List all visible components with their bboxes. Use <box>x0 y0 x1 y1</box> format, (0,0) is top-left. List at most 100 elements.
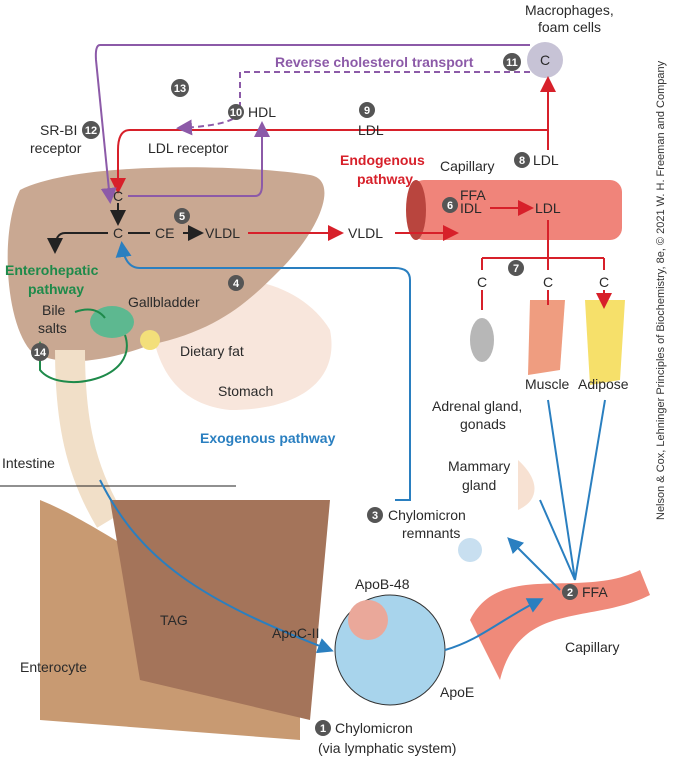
step-badge-8: 8 <box>514 152 530 168</box>
step-badge-7: 7 <box>508 260 524 276</box>
hdl-arrow <box>128 121 270 197</box>
enterohepatic-loop <box>40 308 128 384</box>
label-ffa-top: FFA <box>460 187 486 203</box>
label-lymphatic: (via lymphatic system) <box>318 740 456 756</box>
step-badge-1: 1 <box>315 720 331 736</box>
svg-text:2: 2 <box>567 587 573 599</box>
label-apob48: ApoB-48 <box>355 576 410 592</box>
label-c-muscle: C <box>543 274 553 290</box>
label-c-adipose: C <box>599 274 609 290</box>
step-badge-12: 12 <box>82 121 100 139</box>
svg-text:9: 9 <box>364 105 370 117</box>
adipose-icon <box>585 300 625 385</box>
intestine-flow <box>99 479 334 654</box>
step-badge-13: 13 <box>171 79 189 97</box>
copyright-credit: Nelson & Cox, Lehninger Principles of Bi… <box>655 60 667 520</box>
label-muscle: Muscle <box>525 376 570 392</box>
label-endogenous-pathway: pathway <box>357 171 413 187</box>
intestine-shape <box>55 349 123 528</box>
reverse-transport-arrow <box>94 44 530 204</box>
label-bile: Bile <box>42 302 66 318</box>
svg-text:10: 10 <box>230 107 242 119</box>
ffa-tissue-arrows <box>510 399 606 591</box>
chylomicron-remnant <box>458 538 482 562</box>
label-stomach: Stomach <box>218 383 273 399</box>
macrophage-cell <box>527 42 563 78</box>
label-reverse-transport: Reverse cholesterol transport <box>275 54 474 70</box>
label-mammary: Mammary <box>448 458 510 474</box>
ldl-tissue-arrows <box>481 220 604 310</box>
c-to-bile-arrow <box>47 232 108 254</box>
label-ldl-top: LDL <box>358 122 384 138</box>
label-vldl-liver: VLDL <box>205 225 240 241</box>
label-salts: salts <box>38 320 67 336</box>
step-badge-11: 11 <box>503 53 521 71</box>
dietary-fat-drops <box>140 330 160 350</box>
label-remnants-2: remnants <box>402 525 460 541</box>
step-badge-2: 2 <box>562 584 578 600</box>
enterocyte-detail <box>110 500 330 720</box>
remnant-to-liver-arrow <box>115 241 411 501</box>
label-intestine: Intestine <box>2 455 55 471</box>
capillary-vessel <box>412 180 622 240</box>
svg-text:13: 13 <box>174 83 186 95</box>
label-ldl-right: LDL <box>533 152 559 168</box>
step-badge-5: 5 <box>174 208 190 224</box>
svg-text:3: 3 <box>372 510 378 522</box>
svg-text:6: 6 <box>447 200 453 212</box>
label-remnants-1: Chylomicron <box>388 507 466 523</box>
label-enterohepatic-pathway: pathway <box>28 281 84 297</box>
step-badge-4: 4 <box>228 275 244 291</box>
adrenal-gland-icon <box>470 318 494 362</box>
label-macro-c: C <box>540 52 550 68</box>
label-macrophages: Macrophages, <box>525 2 614 18</box>
label-idl: IDL <box>460 200 482 216</box>
label-ffa-bottom: FFA <box>582 584 608 600</box>
svg-text:7: 7 <box>513 263 519 275</box>
label-adrenal: Adrenal gland, <box>432 398 522 414</box>
capillary-bottom <box>470 570 650 680</box>
step-badge-10: 10 <box>228 104 244 120</box>
svg-text:8: 8 <box>519 155 525 167</box>
label-capillary-bottom: Capillary <box>565 639 619 655</box>
step-badge-6: 6 <box>442 197 458 213</box>
label-dietary-fat: Dietary fat <box>180 343 244 359</box>
label-apoe: ApoE <box>440 684 474 700</box>
label-c2: C <box>113 225 123 241</box>
label-mammary-gland: gland <box>462 477 496 493</box>
label-vldl-mid: VLDL <box>348 225 383 241</box>
label-receptor: receptor <box>30 140 82 156</box>
label-ldl-receptor: LDL receptor <box>148 140 229 156</box>
label-c1: C <box>113 188 123 204</box>
svg-text:14: 14 <box>34 347 47 359</box>
svg-text:12: 12 <box>85 125 97 137</box>
label-hdl: HDL <box>248 104 276 120</box>
ldl-return-arrow <box>110 129 549 194</box>
srbi-dashed-arrow <box>176 71 530 136</box>
label-enterocyte: Enterocyte <box>20 659 87 675</box>
labels: Macrophages, foam cells C Reverse choles… <box>2 2 629 756</box>
label-chylomicron: Chylomicron <box>335 720 413 736</box>
label-foam-cells: foam cells <box>538 19 601 35</box>
liver-shape <box>7 167 325 362</box>
label-adipose: Adipose <box>578 376 629 392</box>
svg-text:4: 4 <box>233 278 240 290</box>
label-srbi: SR-BI <box>40 122 77 138</box>
step-badge-9: 9 <box>359 102 375 118</box>
label-ldl-vessel: LDL <box>535 200 561 216</box>
label-endogenous: Endogenous <box>340 152 425 168</box>
mammary-gland-icon <box>518 460 535 510</box>
vessel-opening <box>406 180 426 240</box>
label-capillary-top: Capillary <box>440 158 494 174</box>
label-gallbladder: Gallbladder <box>128 294 200 310</box>
label-tag: TAG <box>160 612 188 628</box>
muscle-icon <box>528 300 565 375</box>
svg-text:1: 1 <box>320 723 326 735</box>
apob48-protein <box>348 600 388 640</box>
label-ce: CE <box>155 225 174 241</box>
step-badge-3: 3 <box>367 507 383 523</box>
label-gonads: gonads <box>460 416 506 432</box>
label-exogenous: Exogenous pathway <box>200 430 336 446</box>
